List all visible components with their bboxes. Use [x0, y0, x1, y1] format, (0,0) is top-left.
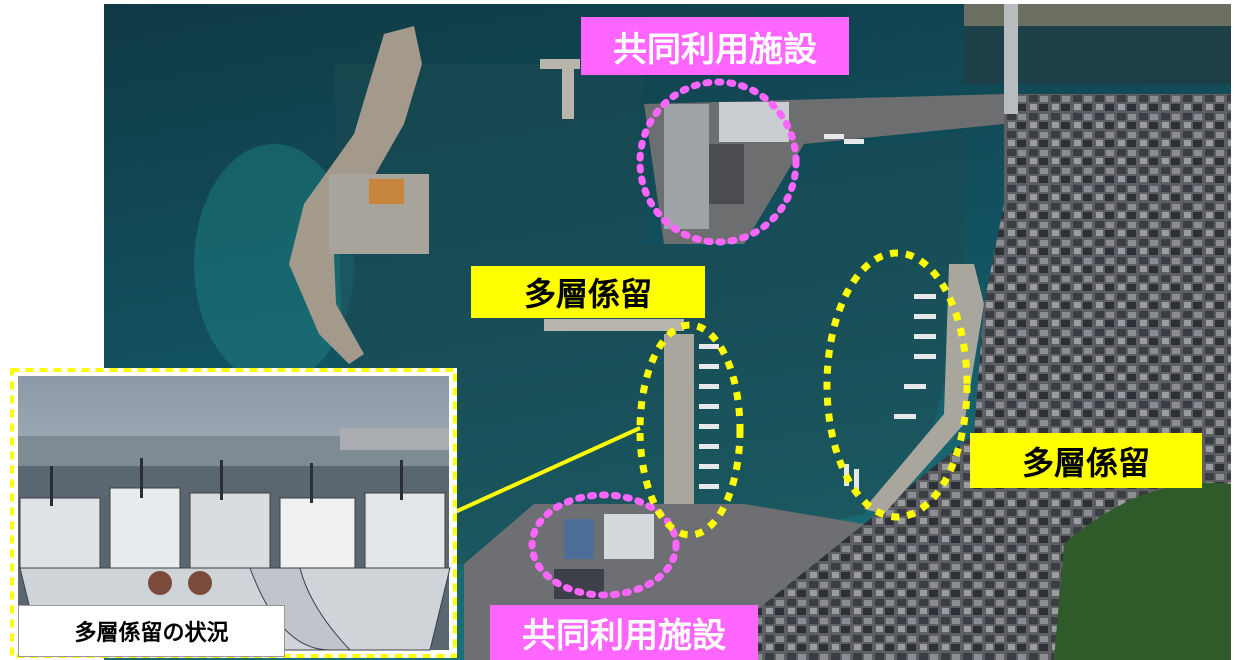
- inset-caption: 多層係留の状況: [18, 605, 285, 657]
- label-shared-facility-top: 共同利用施設: [581, 17, 849, 75]
- label-multilayer-mooring-center: 多層係留: [471, 266, 705, 318]
- label-shared-facility-bottom: 共同利用施設: [490, 605, 758, 660]
- label-multilayer-mooring-right: 多層係留: [970, 433, 1202, 488]
